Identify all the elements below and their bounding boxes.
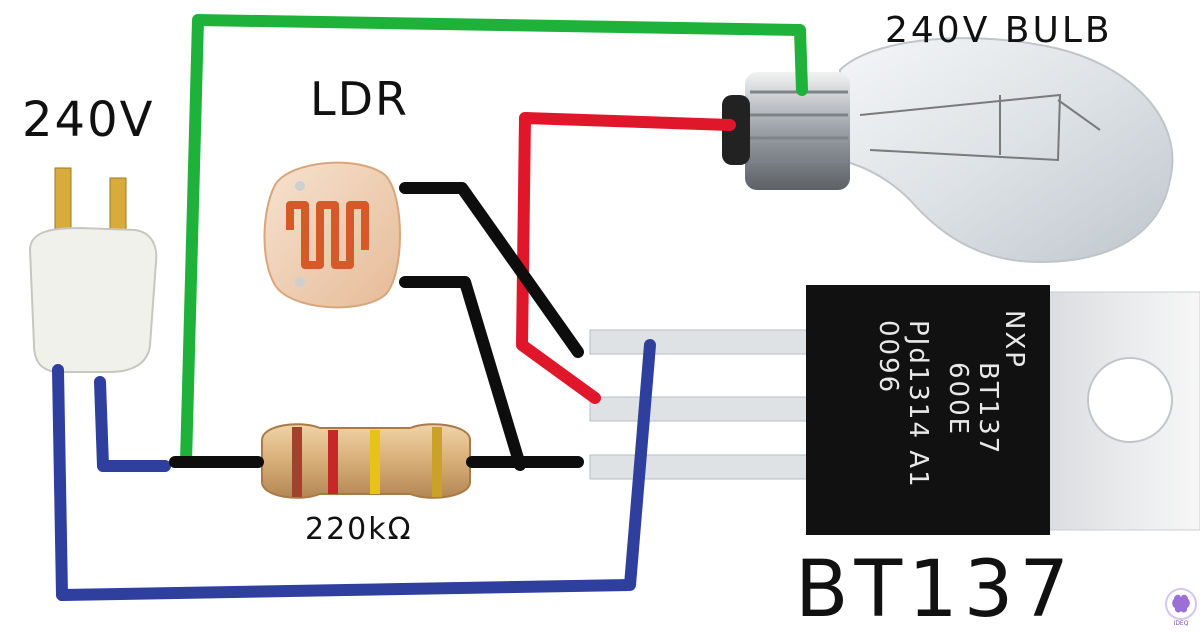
triac-lead-1 [589, 329, 811, 355]
wire-black-ldr-bottom [399, 276, 526, 471]
bulb-label: 240V BULB [885, 10, 1113, 51]
ldr-sensor [263, 161, 401, 309]
ldr-track [286, 201, 369, 269]
chip-line3: PJd1314 A1 [903, 320, 933, 489]
triac-bt137: BT137 600E PJd1314 A1 0096 NXP [589, 285, 1200, 535]
resistor-220k [261, 423, 471, 499]
chip-line1: BT137 [973, 362, 1003, 455]
resistor-band-2 [328, 430, 338, 494]
triac-lead-2 [589, 396, 811, 422]
wire-green [180, 14, 808, 468]
wire-blue-inner [94, 376, 171, 472]
chip-line2: 600E [943, 362, 973, 436]
supply-voltage-label: 240V [22, 92, 155, 148]
brand-logo: IDEQ [1165, 588, 1197, 627]
plug-body [28, 226, 158, 373]
brand-logo-text: IDEQ [1174, 620, 1189, 627]
bulb-glass [839, 37, 1174, 264]
triac-lead-3 [589, 454, 811, 480]
resistor-band-4 [432, 427, 442, 497]
bulb-contact [722, 95, 750, 165]
light-bulb [722, 37, 1174, 264]
bulb-filament [859, 93, 1101, 162]
resistor-label: 220kΩ [305, 512, 413, 547]
chip-logo: NXP [999, 310, 1029, 369]
power-plug [28, 167, 158, 373]
chip-line4: 0096 [873, 320, 903, 394]
resistor-band-3 [370, 430, 380, 494]
triac-mounting-hole [1087, 357, 1173, 443]
resistor-band-1 [292, 427, 302, 497]
triac-label: BT137 [795, 545, 1076, 635]
triac-body [806, 285, 1050, 535]
ldr-label: LDR [310, 72, 410, 126]
wire-blue-outer [52, 339, 656, 601]
wire-black-ldr-top [399, 182, 584, 358]
wire-red [516, 112, 736, 404]
